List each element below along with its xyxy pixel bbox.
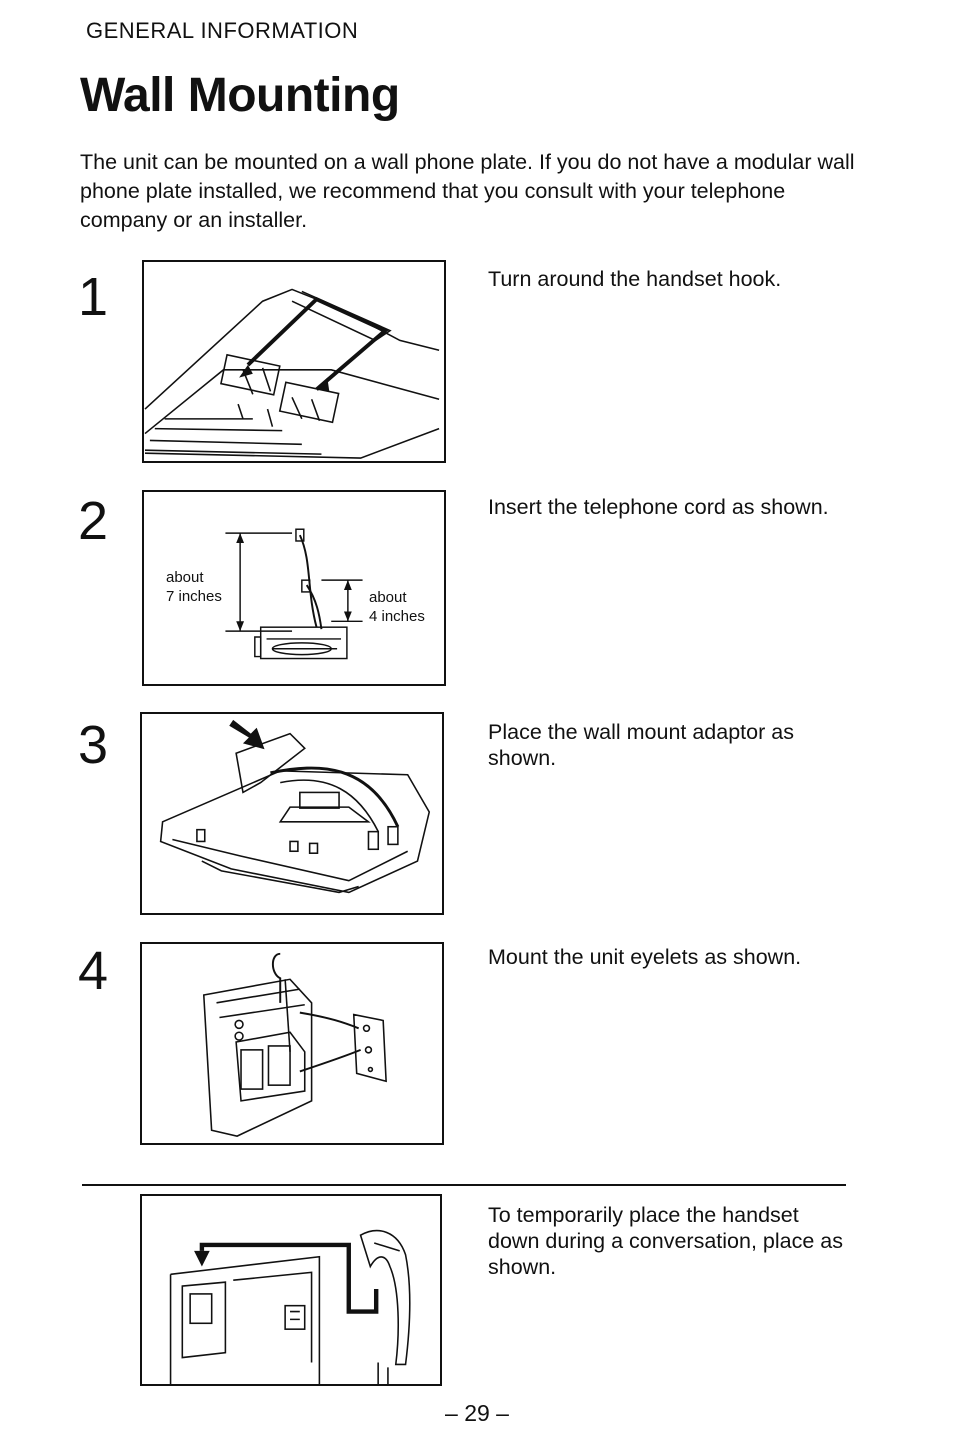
step-1-text: Turn around the handset hook. — [488, 267, 782, 291]
step-3-number: 3 — [78, 715, 109, 775]
step-3-figure — [140, 712, 444, 915]
right-dimension-label-bottom: 4 inches — [369, 608, 425, 625]
section-label: GENERAL INFORMATION — [86, 18, 359, 43]
tip-text: To temporarily place the handset down du… — [488, 1203, 843, 1279]
step-2-text: Insert the telephone cord as shown. — [488, 495, 829, 519]
handset-hook-illustration — [144, 288, 440, 459]
telephone-cord-illustration — [225, 528, 363, 660]
mount-eyelets-illustration — [202, 952, 387, 1137]
tip-figure — [140, 1194, 442, 1386]
step-2-number: 2 — [78, 491, 109, 551]
right-dimension-label: about 4 inches — [369, 588, 425, 626]
wall-mount-adaptor-illustration — [159, 719, 431, 894]
page-number: – 29 – — [445, 1400, 509, 1426]
left-dimension-label-bottom: 7 inches — [166, 588, 222, 605]
right-dimension-label-top: about — [369, 589, 407, 606]
step-4-text: Mount the unit eyelets as shown. — [488, 945, 802, 969]
handset-placement-illustration — [169, 1229, 411, 1384]
left-dimension-label: about 7 inches — [166, 568, 222, 606]
section-divider — [82, 1184, 846, 1186]
left-dimension-label-top: about — [166, 569, 204, 586]
step-4-figure — [140, 942, 444, 1145]
step-4-number: 4 — [78, 941, 109, 1001]
step-2-figure: about 7 inches about 4 inches — [142, 490, 446, 686]
page-title: Wall Mounting — [80, 69, 400, 122]
step-1-number: 1 — [78, 267, 109, 327]
step-1-figure — [142, 260, 446, 463]
intro-paragraph: The unit can be mounted on a wall phone … — [80, 150, 855, 232]
step-3-text: Place the wall mount adaptor as shown. — [488, 720, 794, 770]
